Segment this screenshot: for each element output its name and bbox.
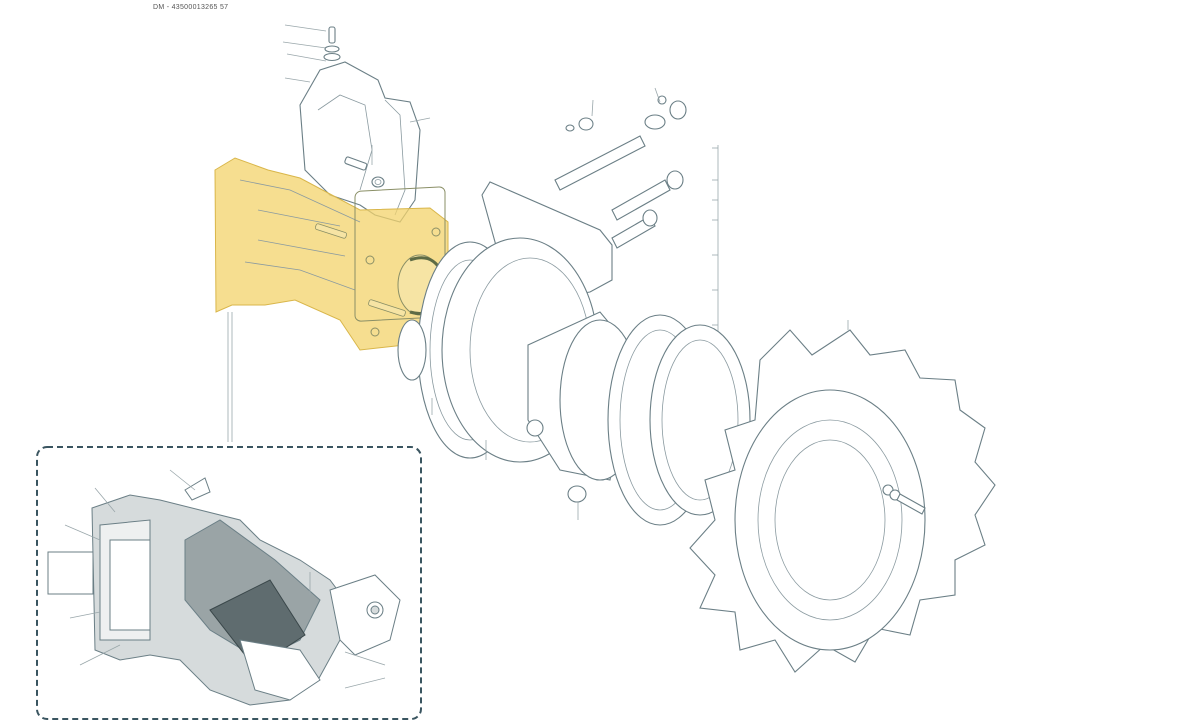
gearbox-housing — [397, 181, 751, 526]
drive-sprocket — [689, 320, 996, 673]
cutaway-detail-inset — [36, 446, 422, 720]
studs-and-washers — [554, 87, 687, 249]
drawing-reference-code: DM - 43500013265 57 — [153, 4, 229, 11]
mounting-bracket — [299, 61, 431, 223]
hydraulic-motor-highlighted — [214, 157, 449, 442]
dimension-ruler — [712, 145, 719, 350]
